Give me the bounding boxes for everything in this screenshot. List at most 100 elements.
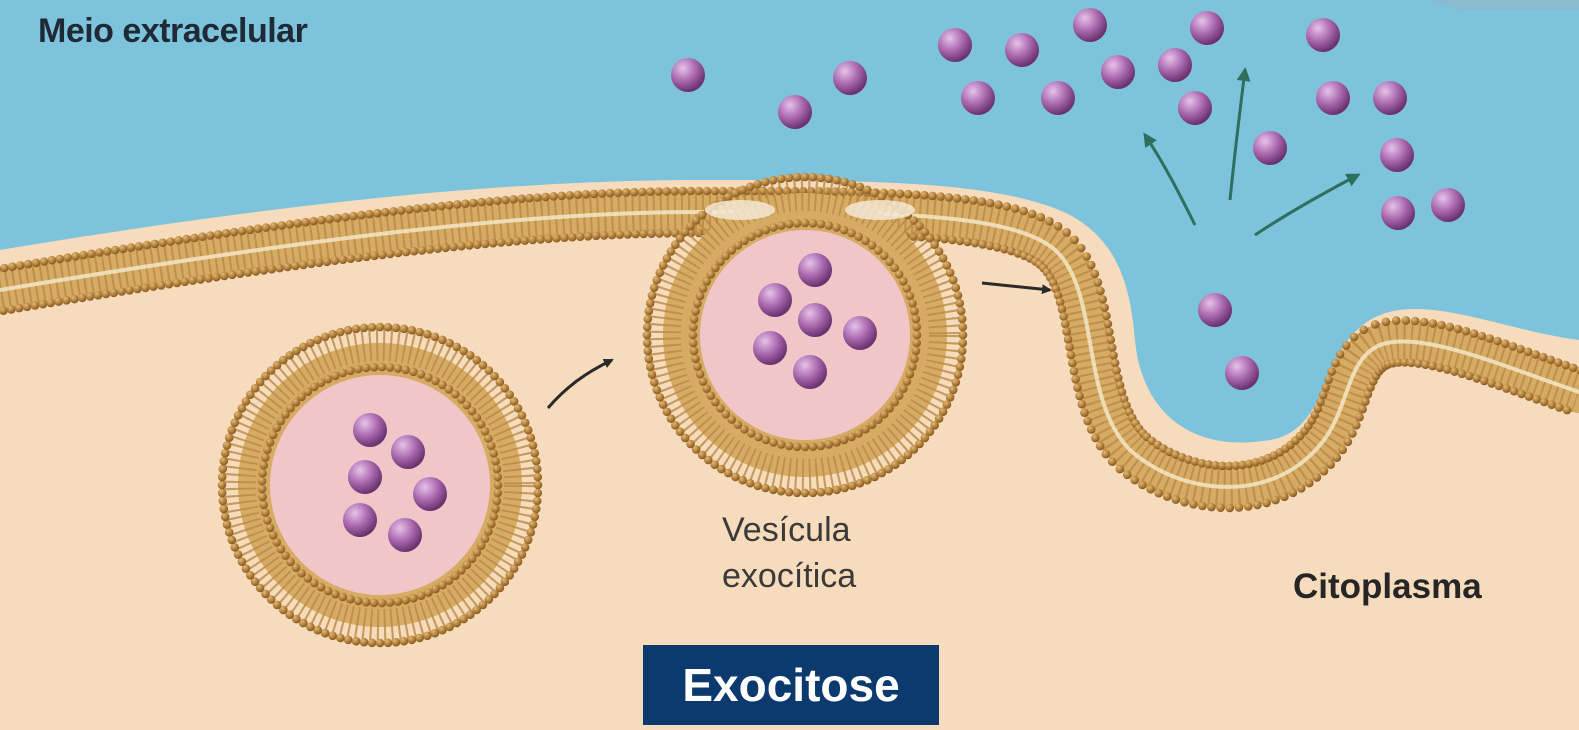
lipid-head	[956, 363, 965, 372]
lipid-head	[524, 536, 533, 545]
lipid-head	[370, 252, 379, 261]
lipid-head	[457, 242, 466, 251]
lipid-head	[809, 219, 818, 228]
particle	[348, 460, 382, 494]
lipid-head	[228, 426, 237, 435]
lipid-head	[228, 271, 237, 280]
lipid-head	[401, 366, 410, 375]
lipid-head	[1327, 367, 1336, 376]
lipid-head	[1019, 207, 1028, 216]
lipid-head	[793, 219, 802, 228]
lipid-head	[913, 331, 922, 340]
lipid-head	[1319, 391, 1328, 400]
lipid-head	[344, 326, 353, 335]
lipid-head	[278, 221, 287, 230]
lipid-head	[646, 187, 655, 196]
lipid-head	[568, 233, 577, 242]
lipid-head	[352, 637, 361, 646]
lipid-head	[1111, 359, 1120, 368]
lipid-head	[336, 634, 345, 643]
lipid-head	[493, 196, 502, 205]
lipid-head	[1083, 417, 1092, 426]
lipid-head	[397, 206, 406, 215]
lipid-head	[1361, 397, 1370, 406]
lipid-head	[0, 264, 9, 273]
lipid-head	[769, 223, 778, 232]
lipid-head	[963, 238, 972, 247]
lipid-head	[341, 213, 350, 222]
lipid-head	[165, 280, 174, 289]
lipid-head	[219, 497, 228, 506]
particle	[798, 303, 832, 337]
lipid-head	[648, 291, 657, 300]
lipid-head	[346, 254, 355, 263]
lipid-head	[438, 626, 447, 635]
lipid-head	[378, 599, 387, 608]
lipid-head	[761, 178, 770, 187]
lipid-head	[370, 599, 379, 608]
lipid-head	[655, 229, 664, 238]
lipid-head	[87, 250, 96, 259]
lipid-head	[212, 273, 221, 282]
lipid-head	[1569, 364, 1578, 373]
lipid-head	[986, 199, 995, 208]
lipid-head	[173, 279, 182, 288]
lipid-head	[1487, 379, 1496, 388]
lipid-head	[270, 222, 279, 231]
lipid-head	[793, 173, 802, 182]
lipid-head	[639, 230, 648, 239]
lipid-head	[646, 299, 655, 308]
lipid-head	[1100, 303, 1109, 312]
lipid-head	[957, 355, 966, 364]
lipid-head	[912, 323, 921, 332]
lipid-head	[1355, 413, 1364, 422]
lipid-head	[1525, 392, 1534, 401]
lipid-head	[1554, 358, 1563, 367]
lipid-head	[461, 199, 470, 208]
lipid-head	[1062, 228, 1071, 237]
lipid-head	[505, 238, 514, 247]
lipid-head	[489, 449, 498, 458]
lipid-head	[433, 244, 442, 253]
lipid-head	[181, 278, 190, 287]
lipid-head	[600, 231, 609, 240]
lipid-head	[1421, 360, 1430, 369]
lipid-head	[487, 442, 496, 451]
lipid-head	[368, 639, 377, 648]
lipid-head	[315, 259, 324, 268]
lipid-head	[378, 363, 387, 372]
lipid-head	[1075, 392, 1084, 401]
lipid-head	[785, 488, 794, 497]
lipid-head	[231, 543, 240, 552]
lipid-head	[832, 223, 841, 232]
lipid-head	[394, 249, 403, 258]
lipid-head	[489, 512, 498, 521]
lipid-head	[528, 236, 537, 245]
lipid-head	[1112, 366, 1121, 375]
lipid-head	[349, 212, 358, 221]
lipid-head	[1402, 316, 1411, 325]
particle	[353, 413, 387, 447]
lipid-head	[817, 220, 826, 229]
particle	[1190, 11, 1224, 45]
lipid-head	[1458, 370, 1467, 379]
lipid-head	[529, 441, 538, 450]
lipid-head	[228, 536, 237, 545]
lipid-head	[400, 325, 409, 334]
lipid-head	[261, 508, 270, 517]
lipid-head	[408, 326, 417, 335]
lipid-head	[32, 259, 41, 268]
lipid-head	[258, 485, 267, 494]
lipid-head	[151, 240, 160, 249]
lipid-head	[431, 629, 440, 638]
lipid-head	[825, 487, 834, 496]
lipid-head	[484, 434, 493, 443]
label-exocytic-vesicle: Vesícula exocítica	[722, 507, 856, 599]
lipid-head	[102, 290, 111, 299]
lipid-head	[1172, 495, 1181, 504]
lipid-head	[1091, 270, 1100, 279]
lipid-head	[402, 248, 411, 257]
lipid-head	[809, 173, 818, 182]
particle	[1253, 131, 1287, 165]
